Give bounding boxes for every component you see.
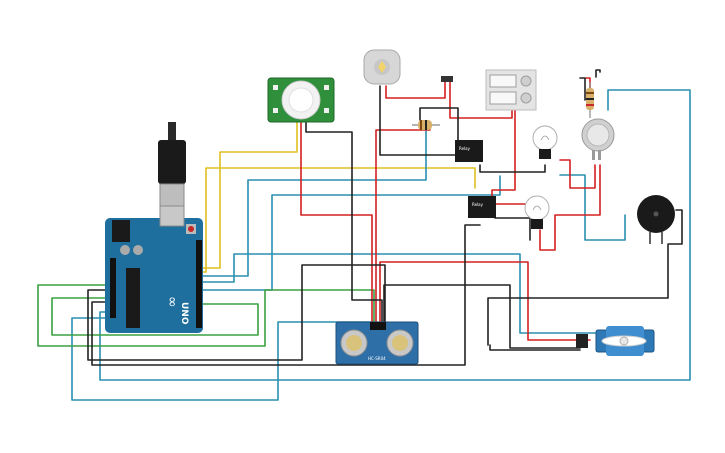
wire-black-7[interactable] bbox=[487, 244, 669, 346]
wire-black-6[interactable] bbox=[383, 284, 581, 349]
wire-red-5[interactable] bbox=[379, 261, 591, 341]
light-bulb-1[interactable] bbox=[532, 125, 558, 159]
wire-blue-4[interactable] bbox=[71, 317, 379, 401]
wire-black-2[interactable] bbox=[379, 85, 463, 156]
wire-red-8[interactable] bbox=[559, 159, 596, 189]
wire-blue-1[interactable] bbox=[202, 129, 427, 277]
photoresistor[interactable] bbox=[412, 120, 440, 130]
pir-sensor[interactable] bbox=[267, 77, 335, 123]
ultrasonic-label: HC-SR04 bbox=[368, 356, 386, 361]
arduino-uno[interactable]: ∞ UNO bbox=[105, 205, 203, 333]
usb-cable bbox=[158, 122, 186, 207]
relay-2[interactable]: Relay bbox=[468, 196, 496, 218]
display-module[interactable] bbox=[485, 69, 537, 111]
power-header bbox=[110, 258, 116, 318]
wire-black-10[interactable] bbox=[579, 77, 586, 101]
wire-green-2[interactable] bbox=[51, 297, 259, 336]
wire-black-12[interactable] bbox=[595, 69, 601, 78]
wire-red-1[interactable] bbox=[300, 119, 373, 323]
wire-yellow-1[interactable] bbox=[202, 119, 298, 269]
relay-1[interactable]: Relay bbox=[455, 140, 483, 162]
potentiometer[interactable] bbox=[581, 118, 615, 160]
wire-red-3[interactable] bbox=[449, 81, 513, 119]
wire-blue-6[interactable] bbox=[559, 174, 626, 241]
wires bbox=[37, 69, 691, 401]
dc-motor[interactable] bbox=[363, 49, 401, 85]
wire-black-13[interactable] bbox=[489, 344, 581, 351]
wire-black-11[interactable] bbox=[667, 209, 683, 245]
wire-red-2[interactable] bbox=[385, 81, 446, 99]
usb-port bbox=[159, 205, 185, 227]
wire-black-3[interactable] bbox=[419, 107, 459, 141]
arduino-logo: ∞ bbox=[164, 296, 180, 308]
light-bulb-2[interactable] bbox=[524, 195, 550, 229]
wire-red-4[interactable] bbox=[375, 129, 431, 323]
slide-switch[interactable] bbox=[441, 76, 453, 82]
wire-red-6[interactable] bbox=[491, 107, 526, 205]
wire-blue-5[interactable] bbox=[99, 89, 691, 381]
wire-red-7[interactable] bbox=[539, 164, 601, 251]
relay-2-label: Relay bbox=[472, 202, 484, 207]
wire-blue-3[interactable] bbox=[202, 253, 596, 334]
relay-1-label: Relay bbox=[459, 146, 471, 151]
digital-header bbox=[196, 240, 202, 328]
wire-black-4[interactable] bbox=[87, 264, 386, 361]
resistor[interactable] bbox=[586, 82, 594, 118]
servo-motor[interactable] bbox=[576, 326, 655, 356]
arduino-board-label: UNO bbox=[179, 302, 189, 325]
piezo-buzzer[interactable] bbox=[637, 195, 675, 244]
wire-yellow-2[interactable] bbox=[202, 167, 476, 273]
power-jack bbox=[112, 220, 130, 242]
wire-green-1[interactable] bbox=[37, 284, 375, 347]
ultrasonic-sensor[interactable]: HC-SR04 bbox=[335, 321, 419, 365]
wire-blue-2[interactable] bbox=[202, 175, 501, 291]
wire-black-9[interactable] bbox=[494, 217, 531, 241]
wire-black-1[interactable] bbox=[305, 119, 383, 323]
wire-black-8[interactable] bbox=[479, 164, 546, 173]
microcontroller-chip bbox=[126, 268, 140, 328]
wire-black-5[interactable] bbox=[91, 224, 481, 366]
